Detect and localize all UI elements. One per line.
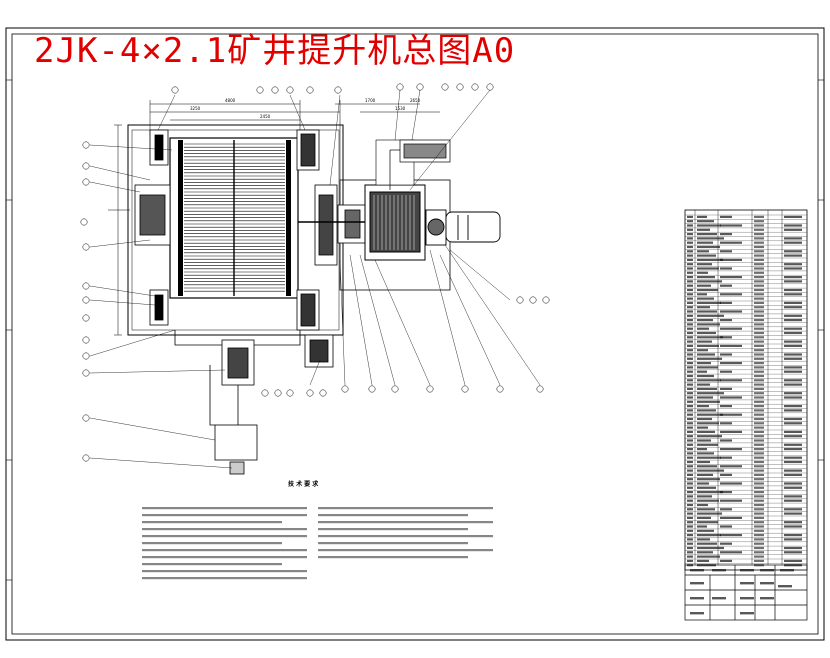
callout-bubble <box>306 389 314 397</box>
parts-list <box>684 209 808 571</box>
dimension-label: 2450 <box>260 114 271 119</box>
shaft-coupling <box>298 204 370 244</box>
callout-bubble <box>471 83 479 91</box>
dimension-label: 1700 <box>365 98 376 103</box>
callout-bubble <box>306 86 314 94</box>
callout-bubble <box>536 385 544 393</box>
right-brakes <box>296 129 338 331</box>
callout-bubble <box>516 296 524 304</box>
callout-bubble <box>426 385 434 393</box>
left-bearing <box>134 129 171 326</box>
lower-units <box>174 330 334 475</box>
dimension-lines <box>149 100 440 180</box>
callout-bubble <box>82 336 90 344</box>
callout-bubble <box>542 296 550 304</box>
callout-bubble <box>80 218 88 226</box>
dimension-label: 2650 <box>410 98 421 103</box>
callout-bubble <box>391 385 399 393</box>
callout-bubble <box>82 162 90 170</box>
callout-bubble <box>529 296 537 304</box>
dimension-label: 1530 <box>395 106 406 111</box>
callout-leaders <box>89 89 541 469</box>
motor <box>425 209 501 246</box>
tech-heading: 技 术 要 求 <box>288 480 319 488</box>
side-dimensions <box>108 124 130 336</box>
callout-bubble <box>82 243 90 251</box>
border-ticks <box>6 79 824 581</box>
callout-bubble <box>82 454 90 462</box>
callout-bubble <box>341 385 349 393</box>
callout-bubble <box>286 86 294 94</box>
dimension-label: 3250 <box>190 106 201 111</box>
callout-bubble <box>441 83 449 91</box>
title-block <box>684 564 808 621</box>
callout-bubble <box>82 314 90 322</box>
callout-bubble <box>274 389 282 397</box>
callout-bubble <box>261 389 269 397</box>
callout-bubble <box>286 389 294 397</box>
drum-assembly <box>169 137 299 299</box>
callout-bubble <box>368 385 376 393</box>
callout-bubble <box>82 414 90 422</box>
hydraulic-station <box>389 139 451 190</box>
callout-bubble <box>82 352 90 360</box>
callout-bubble <box>456 83 464 91</box>
callout-bubble <box>416 83 424 91</box>
callout-bubble <box>82 141 90 149</box>
gearbox <box>364 139 426 261</box>
callout-bubble <box>496 385 504 393</box>
outer-border <box>5 27 825 641</box>
callout-bubble <box>486 83 494 91</box>
dimension-label: 4800 <box>225 98 236 103</box>
callout-bubble <box>334 86 342 94</box>
callout-bubble <box>82 296 90 304</box>
callout-bubble <box>171 86 179 94</box>
callout-bubble <box>271 86 279 94</box>
callout-bubble <box>461 385 469 393</box>
callout-bubble <box>319 389 327 397</box>
callout-bubbles <box>80 83 550 462</box>
drawing-title: 2JK-4×2.1矿井提升机总图A0 <box>34 31 516 71</box>
callout-bubble <box>396 83 404 91</box>
callout-bubble <box>256 86 264 94</box>
callout-bubble <box>82 282 90 290</box>
callout-bubble <box>82 369 90 377</box>
inner-border <box>11 33 819 635</box>
callout-bubble <box>82 178 90 186</box>
tech-requirements: 技 术 要 求 <box>142 480 493 580</box>
